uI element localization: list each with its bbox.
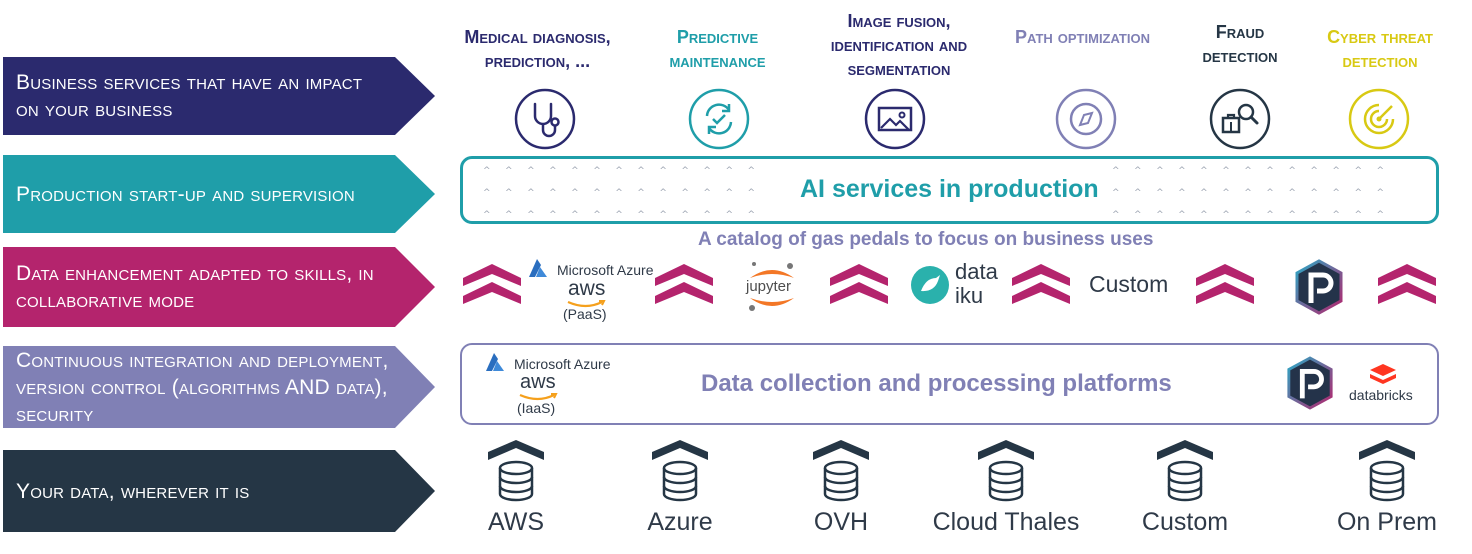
row-arrow-business: Business services that have an impact on…	[3, 57, 435, 135]
chevron-up-icon	[1196, 264, 1254, 304]
aws-iaas-label: aws	[520, 371, 556, 393]
stethoscope-icon	[514, 88, 576, 150]
chevron-up-icon	[1012, 264, 1070, 304]
row-arrow-production: Production start-up and supervision	[3, 155, 435, 233]
platforms-title: Data collection and processing platforms	[701, 370, 1172, 397]
radar-icon	[1348, 88, 1410, 150]
service-title-maintenance: Predictive maintenance	[669, 27, 766, 71]
aws-paas-label: aws	[568, 277, 606, 300]
storage-location-label: Azure	[647, 508, 713, 536]
azure-logo-icon	[486, 353, 504, 371]
storage-location-label: On Prem	[1336, 508, 1438, 536]
row-label-production: Production start-up and supervision	[16, 182, 355, 206]
jupyter-logo-icon	[749, 262, 794, 311]
storage-location-label: OVH	[813, 508, 869, 536]
image-icon	[864, 88, 926, 150]
databricks-logo-icon	[1370, 364, 1396, 384]
service-title-fraud: Fraud detection	[1202, 22, 1278, 66]
ai-services-box	[460, 156, 1439, 224]
azure-paas-label: Microsoft Azure	[557, 262, 654, 278]
dots-pattern-left: ^^^^^^^^^^^^^^^^^^^^^^^^^^^^^^^^^^^^^^^	[483, 166, 770, 220]
row-label-integration: Continuous integration and deployment, v…	[16, 348, 389, 426]
row-label-business: Business services that have an impact on…	[16, 71, 363, 121]
database-icon	[978, 440, 1034, 502]
azure-iaas-label: Microsoft Azure	[514, 356, 611, 372]
iaas-label: (IaaS)	[517, 400, 556, 416]
aws-smile-icon	[567, 300, 606, 308]
database-icon	[1157, 440, 1213, 502]
compass-icon	[1055, 88, 1117, 150]
database-icon	[488, 440, 544, 502]
aws-smile-icon	[519, 393, 558, 401]
row-arrow-data: Your data, wherever it is	[3, 450, 435, 532]
database-icon	[1359, 440, 1415, 502]
ai-services-title: AI services in production	[800, 175, 1099, 203]
row-arrow-integration: Continuous integration and deployment, v…	[3, 346, 435, 428]
chevron-up-icon	[655, 264, 713, 304]
databricks-label: databricks	[1349, 387, 1413, 403]
azure-logo-icon	[529, 259, 547, 277]
catalog-title: A catalog of gas pedals to focus on busi…	[698, 229, 1154, 250]
paas-label: (PaaS)	[563, 306, 607, 322]
platform-p-logo-icon	[1295, 259, 1343, 315]
row-label-enhancement: Data enhancement adapted to skills, in c…	[16, 262, 374, 312]
database-icon	[813, 440, 869, 502]
jupyter-label: jupyter	[746, 278, 792, 295]
row-arrow-enhancement: Data enhancement adapted to skills, in c…	[3, 247, 435, 327]
chevron-up-icon	[463, 264, 521, 304]
chevron-up-icon	[1378, 264, 1436, 304]
service-title-path: Path optimization	[1015, 27, 1150, 47]
platforms-box	[460, 343, 1439, 425]
dots-pattern-right: ^^^^^^^^^^^^^^^^^^^^^^^^^^^^^^^^^^^^^^^	[1112, 166, 1399, 220]
dataiku-label-line2: iku	[955, 283, 984, 308]
storage-location-label: AWS	[487, 508, 545, 536]
database-icon	[652, 440, 708, 502]
storage-location-label: Custom	[1141, 508, 1229, 536]
search-bag-icon	[1209, 88, 1271, 150]
service-title-cyber: Cyber threat detection	[1327, 27, 1433, 71]
storage-location-label: Cloud Thales	[932, 508, 1080, 536]
dataiku-label-line1: data	[955, 259, 998, 284]
custom-accelerator-label: Custom	[1089, 271, 1169, 297]
service-title-medical: Medical diagnosis, prediction, ...	[464, 27, 611, 71]
service-title-image: Image fusion, identification and segment…	[830, 11, 968, 79]
row-label-data: Your data, wherever it is	[16, 479, 250, 503]
platform-p-logo-icon	[1287, 356, 1333, 410]
chevron-up-icon	[830, 264, 888, 304]
refresh-check-icon	[688, 88, 750, 150]
dataiku-logo-icon	[911, 266, 949, 304]
